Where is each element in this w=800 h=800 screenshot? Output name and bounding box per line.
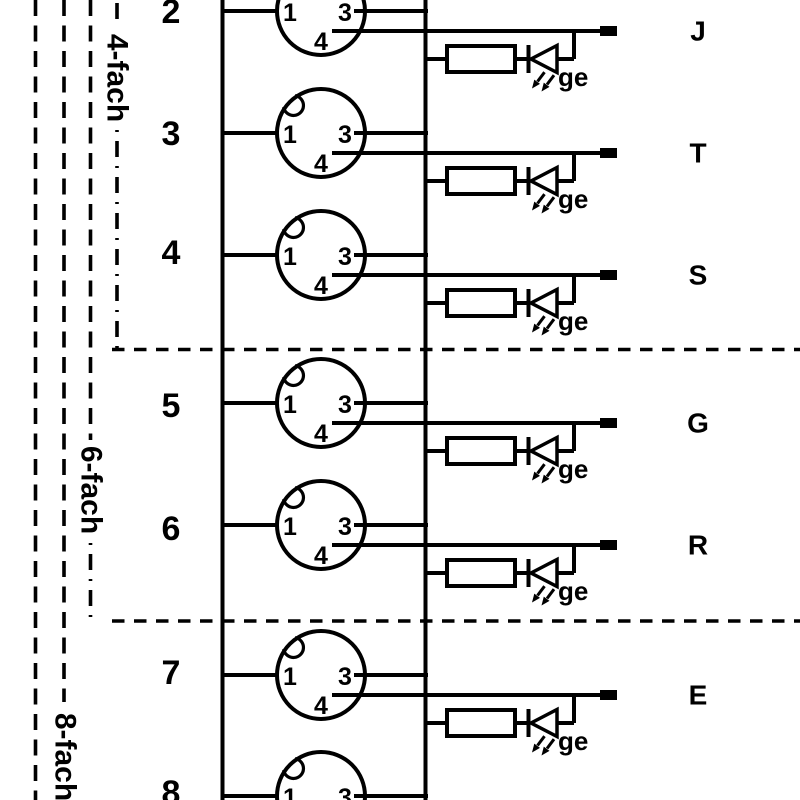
terminal-letter: E xyxy=(689,680,708,711)
channel-row-4: 4 S xyxy=(162,209,708,338)
channel-row-5: 5 G xyxy=(162,357,709,486)
channel-connector-circuit xyxy=(220,357,619,486)
channel-number: 7 xyxy=(162,654,181,692)
terminal-letter: S xyxy=(689,260,708,291)
channel-row-8: 8 xyxy=(162,750,619,800)
channel-row-3: 3 T xyxy=(162,87,707,216)
terminal-letter: J xyxy=(690,16,706,47)
channel-connector-circuit xyxy=(220,629,619,758)
channel-number: 5 xyxy=(162,387,181,425)
channel-connector-circuit xyxy=(220,209,619,338)
channel-number: 4 xyxy=(162,234,181,272)
channel-row-6: 6 R xyxy=(162,479,708,608)
channel-number: 8 xyxy=(162,774,181,800)
channel-connector-circuit xyxy=(220,0,619,94)
group-label-8fach: 8-fach xyxy=(49,713,82,800)
terminal-letter: R xyxy=(688,530,708,561)
channel-row-7: 7 E xyxy=(162,629,708,758)
channel-connector-circuit xyxy=(220,479,619,608)
channel-row-2: 2 J xyxy=(162,0,706,94)
channel-number: 6 xyxy=(162,510,181,548)
terminal-letter: T xyxy=(689,138,706,169)
group-label-4fach: 4-fach xyxy=(101,34,134,122)
group-label-6fach: 6-fach xyxy=(75,446,108,534)
channel-connector-circuit xyxy=(220,750,619,800)
terminal-letter: G xyxy=(687,408,709,439)
channel-number: 3 xyxy=(162,115,181,153)
channel-connector-circuit xyxy=(220,87,619,216)
channel-number: 2 xyxy=(162,0,181,31)
